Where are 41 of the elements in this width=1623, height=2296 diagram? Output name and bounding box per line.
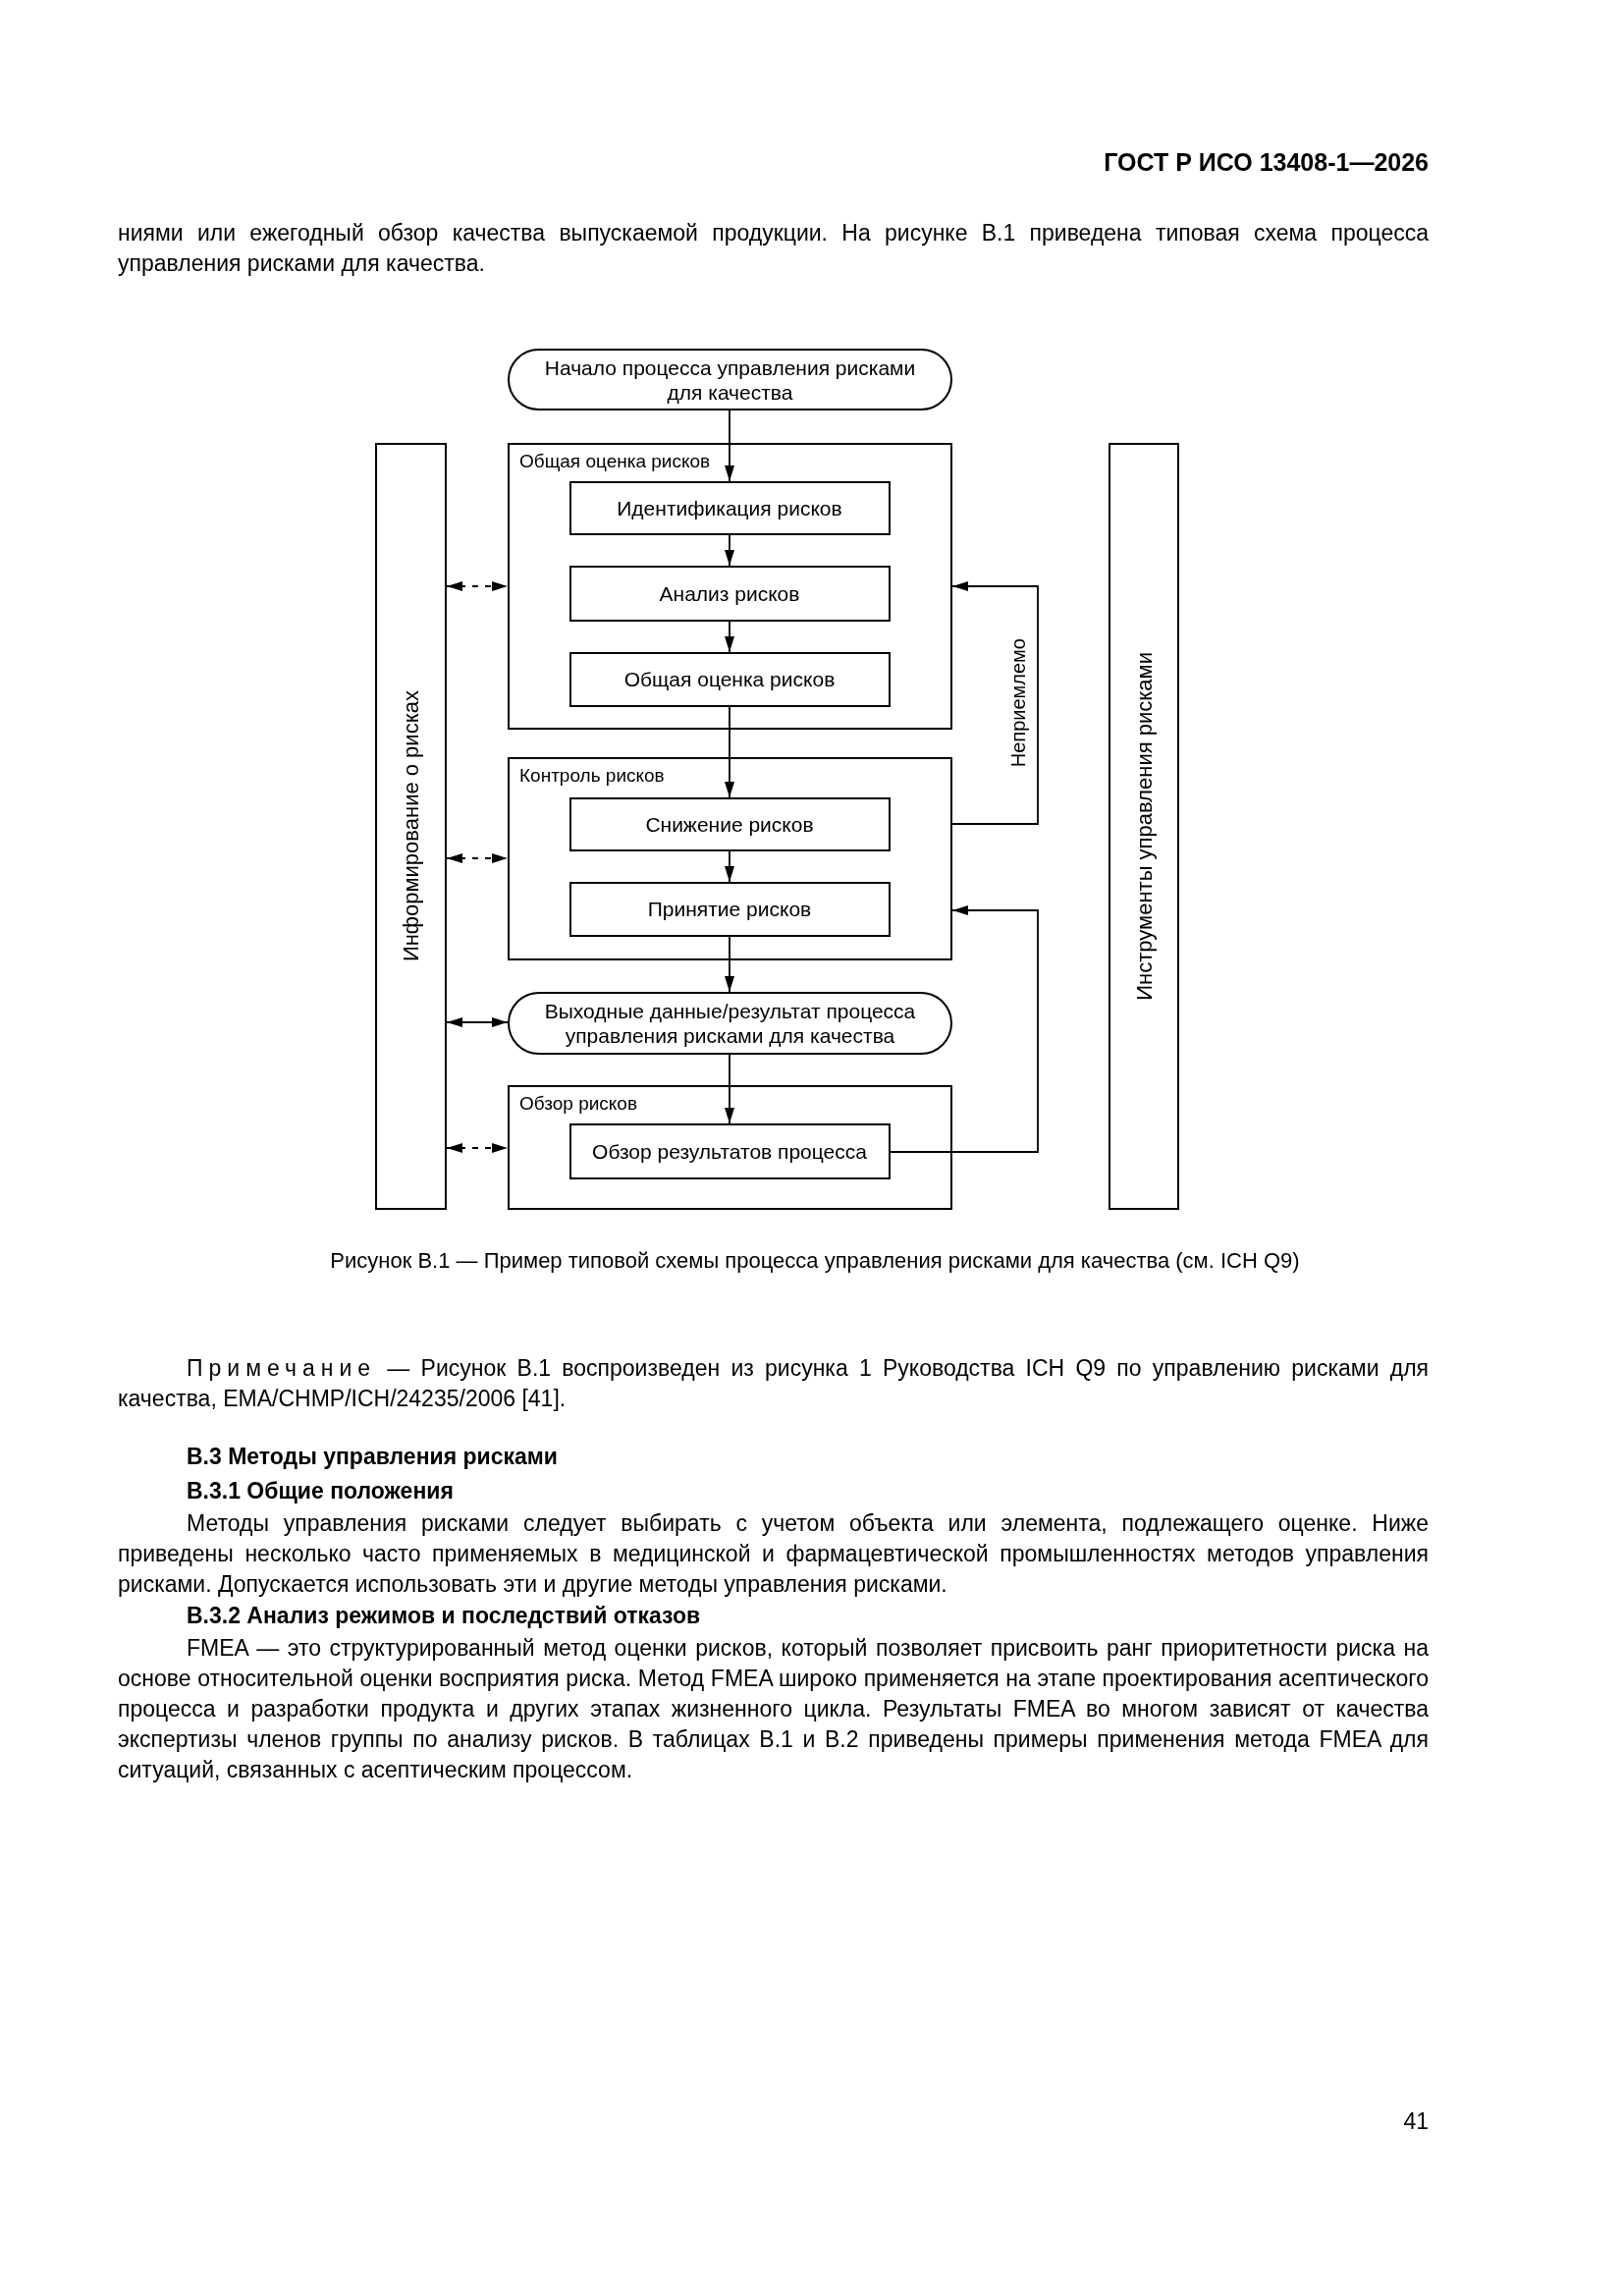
arrow	[725, 1054, 734, 1124]
arrow	[446, 1143, 509, 1153]
arrow	[951, 581, 1039, 825]
body-paragraph: ниями или ежегодный обзор качества выпускаемой продукции. На рисунке В.1 приведена типовая схема процесса управления рисками для качества.	[118, 219, 1429, 278]
arrow	[725, 706, 734, 798]
group-box	[508, 1085, 952, 1210]
group-title: Обзор рисков	[519, 1092, 638, 1116]
arrow	[446, 853, 509, 863]
terminal-box: Выходные данные/результат процесса управления рисками для качества	[508, 992, 952, 1055]
section-heading: В.3 Методы управления рисками	[187, 1443, 559, 1471]
process-box: Обзор результатов процесса	[568, 1122, 891, 1179]
group-title: Общая оценка рисков	[519, 450, 711, 473]
page-number: 41	[1402, 2107, 1429, 2136]
arrow	[725, 936, 734, 993]
arrow	[725, 410, 734, 482]
arrow	[446, 1017, 509, 1027]
group-box	[508, 757, 952, 960]
process-box: Снижение рисков	[568, 796, 891, 851]
process-box: Анализ рисков	[568, 565, 891, 622]
arrow	[446, 581, 509, 591]
arrow	[890, 905, 1039, 1153]
arrow	[725, 534, 734, 567]
process-box: Идентификация рисков	[568, 480, 891, 535]
page-header: ГОСТ Р ИСО 13408-1—2026	[1103, 147, 1429, 178]
note-paragraph: Примечание — Рисунок В.1 воспроизведен из рисунка 1 Руководства ICH Q9 по управлению рисками для качества, EMA/CHMP/ICH/24235/2006 [41].	[118, 1354, 1429, 1413]
arrow	[725, 621, 734, 653]
panel-label: Инструменты управления рисками	[1131, 652, 1157, 1001]
section-heading: В.3.2 Анализ режимов и последствий отказов	[187, 1602, 702, 1630]
panel-label: Информирование о рисках	[399, 690, 423, 962]
section-heading: В.3.1 Общие положения	[187, 1477, 455, 1505]
process-box: Общая оценка рисков	[568, 651, 891, 707]
group-box	[508, 443, 952, 730]
body-paragraph: FMEA — это структурированный метод оценки рисков, который позволяет присвоить ранг приоритетности риска на основе относительной оценки восприятия риска. Метод FMEA широко применяется на этапе проектирования асептического процесса и разработки продукта и других этапах жизненного цикла. Результаты FMEA во многом зависят от качества экспертизы членов группы по анализу рисков. В таблицах В.1 и В.2 приведены примеры применения метода FMEA для ситуаций, связанных с асептическим процессом.	[118, 1634, 1429, 1784]
side-panel	[375, 443, 447, 1210]
side-panel	[1109, 443, 1179, 1210]
arrow	[725, 850, 734, 883]
process-box: Принятие рисков	[568, 881, 891, 937]
figure-caption: Рисунок В.1 — Пример типовой схемы процесса управления рисками для качества (см. ICH Q9)	[329, 1247, 1301, 1275]
group-title: Контроль рисков	[519, 764, 665, 788]
terminal-box: Начало процесса управления рисками для качества	[508, 349, 952, 410]
body-paragraph: Методы управления рисками следует выбирать с учетом объекта или элемента, подлежащего оценке. Ниже приведены несколько часто применяемых в медицинской и фармацевтической промышленностях методов управления рисками. Допускается использовать эти и другие методы управления рисками.	[118, 1509, 1429, 1599]
